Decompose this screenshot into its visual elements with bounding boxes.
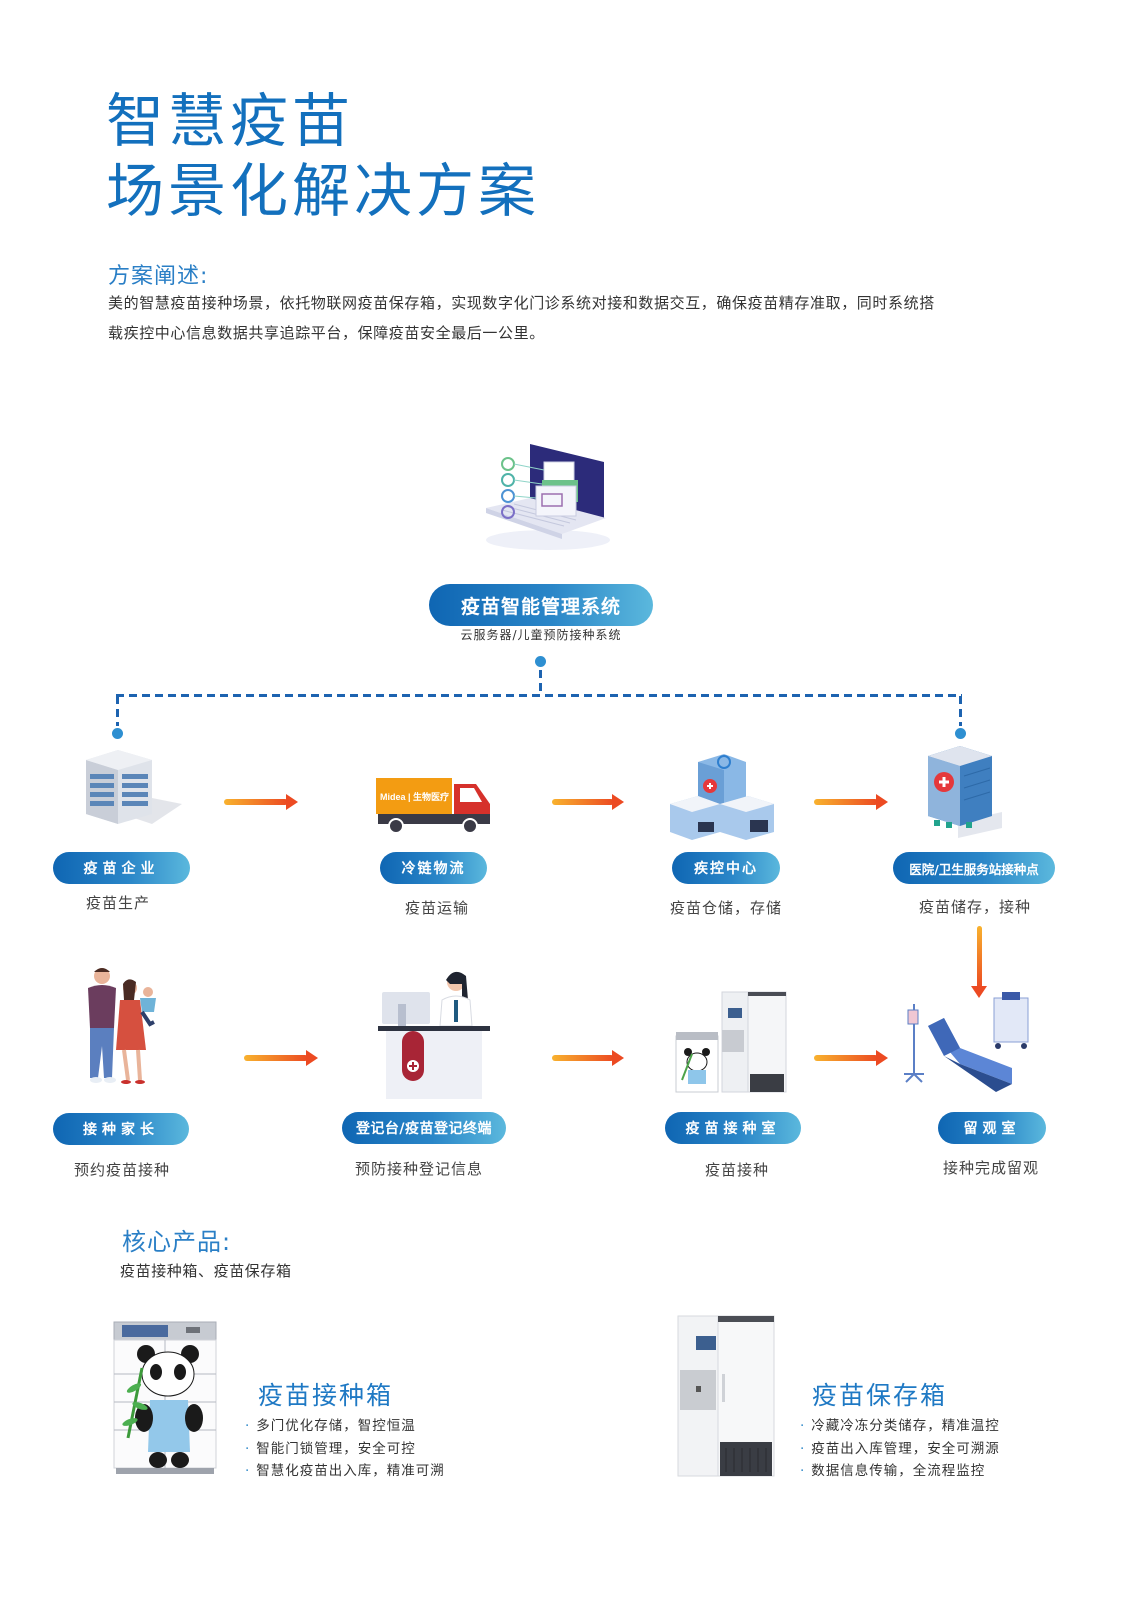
product-feature: ·数据信息传输，全流程监控	[800, 1463, 986, 1479]
stage-caption-parents: 预约疫苗接种	[73, 1161, 171, 1179]
bullet-dot-icon: ·	[800, 1463, 806, 1479]
stage-pill-registration: 登记台/疫苗登记终端	[342, 1112, 506, 1144]
flow-arrow-1	[224, 794, 298, 810]
overview-line2: 载疾控中心信息数据共享追踪平台，保障疫苗安全最后一公里。	[108, 324, 545, 342]
flow-arrow-down	[971, 926, 987, 998]
vaccine-cabinets-icon	[675, 991, 787, 1093]
stage-caption-vaccine-enterprise: 疫苗生产	[85, 894, 151, 912]
stage-pill-cold-chain: 冷链物流	[380, 852, 487, 884]
flow-arrow-4	[244, 1050, 318, 1066]
core-products-subtitle: 疫苗接种箱、疫苗保存箱	[120, 1262, 292, 1280]
family-icon	[88, 968, 156, 1084]
bullet-dot-icon: ·	[800, 1441, 806, 1457]
cdc-building-icon	[670, 754, 774, 840]
stage-pill-parents: 接种家长	[53, 1113, 189, 1145]
flow-arrow-5	[552, 1050, 624, 1066]
flow-arrow-2	[552, 794, 624, 810]
panda-vaccine-box-icon	[113, 1321, 217, 1474]
stage-caption-vaccination-room: 疫苗接种	[704, 1161, 770, 1179]
stage-caption-cold-chain: 疫苗运输	[404, 899, 470, 917]
overview-heading: 方案阐述:	[108, 264, 209, 289]
connector-line-left	[116, 696, 119, 726]
svg-text:Midea | 生物医疗: Midea | 生物医疗	[380, 791, 449, 802]
product-feature: ·冷藏冷冻分类储存，精准温控	[800, 1418, 1000, 1434]
stage-pill-observation-room: 留观室	[938, 1112, 1046, 1144]
hospital-bed-icon	[904, 992, 1029, 1092]
bullet-dot-icon: ·	[800, 1418, 806, 1434]
system-sublabel: 云服务器/儿童预防接种系统	[460, 628, 622, 642]
core-products-heading: 核心产品:	[122, 1228, 232, 1256]
stage-pill-hospital: 医院/卫生服务站接种点	[893, 852, 1055, 884]
flow-arrow-6	[814, 1050, 888, 1066]
overview-line1: 美的智慧疫苗接种场景，依托物联网疫苗保存箱，实现数字化门诊系统对接和数据交互，确…	[108, 294, 935, 312]
product-feature: ·智慧化疫苗出入库，精准可溯	[245, 1463, 445, 1479]
stage-pill-cdc: 疾控中心	[672, 852, 780, 884]
product-feature: ·疫苗出入库管理，安全可溯源	[800, 1441, 1000, 1457]
product-name-vaccine-fridge: 疫苗保存箱	[812, 1381, 948, 1410]
page-title-line1: 智慧疫苗	[106, 87, 355, 155]
stage-caption-hospital: 疫苗储存，接种	[918, 898, 1032, 916]
product-feature: ·智能门锁管理，安全可控	[245, 1441, 416, 1457]
bullet-dot-icon: ·	[245, 1418, 251, 1434]
product-feature: ·多门优化存储，智控恒温	[245, 1418, 416, 1434]
stage-caption-cdc: 疫苗仓储，存储	[669, 899, 783, 917]
hospital-building-icon	[928, 746, 1002, 838]
page-title-line2: 场景化解决方案	[106, 157, 541, 225]
connector-dot-top	[535, 656, 546, 667]
laptop-files-icon	[486, 444, 610, 550]
flow-arrow-3	[814, 794, 888, 810]
bullet-dot-icon: ·	[245, 1441, 251, 1457]
connector-line-center	[539, 670, 542, 696]
registration-desk-icon	[378, 971, 490, 1099]
system-pill: 疫苗智能管理系统	[429, 584, 653, 626]
delivery-truck-icon: Midea | 生物医疗	[376, 778, 490, 834]
bullet-dot-icon: ·	[245, 1463, 251, 1479]
connector-line-right	[959, 696, 962, 726]
stage-caption-observation-room: 接种完成留观	[942, 1159, 1040, 1177]
product-name-vaccine-box: 疫苗接种箱	[258, 1381, 394, 1410]
stage-pill-vaccine-enterprise: 疫苗企业	[53, 852, 190, 884]
office-building-icon	[86, 750, 182, 824]
vaccine-fridge-icon	[677, 1315, 775, 1477]
connector-line-horizontal	[116, 694, 962, 697]
stage-pill-vaccination-room: 疫苗接种室	[665, 1112, 801, 1144]
connector-dot-left	[112, 728, 123, 739]
connector-dot-right	[955, 728, 966, 739]
stage-caption-registration: 预防接种登记信息	[354, 1160, 484, 1178]
